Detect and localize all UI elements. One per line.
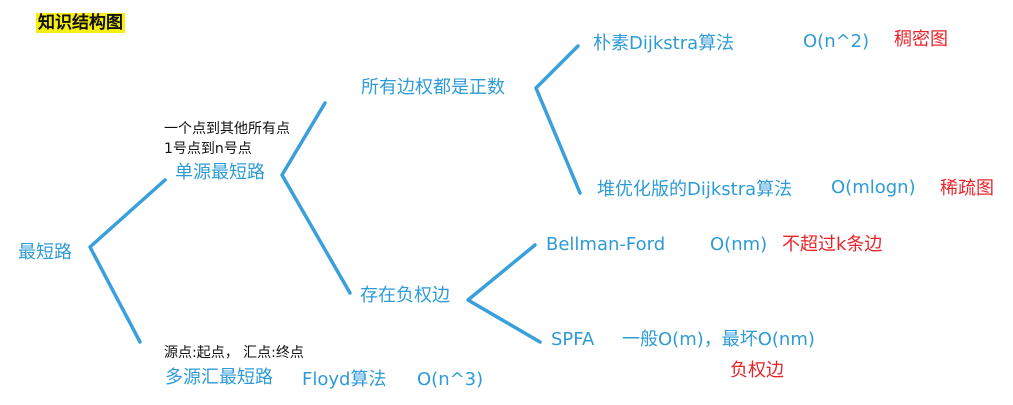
link-negative-to-bellman-and-spfa [466,243,542,344]
floyd-node: Floyd算法 [302,369,387,390]
floyd-complexity: O(n^3) [417,369,484,390]
bellman-ford-complexity: O(nm) [710,234,768,255]
spfa-node: SPFA [551,329,595,350]
naive-dijkstra-complexity: O(n^2) [803,31,870,52]
bellman-ford-note-k-edges: 不超过k条边 [782,234,883,255]
naive-dijkstra-note-dense-graph: 稠密图 [894,29,948,50]
link-root-to-single-and-multi [88,178,167,344]
single-source-note-line1: 一个点到其他所有点 [164,121,290,137]
single-source-note-line2: 1号点到n号点 [164,141,252,157]
negative-weights-node: 存在负权边 [360,285,450,306]
single-source-node: 单源最短路 [175,162,265,183]
link-positive-to-dijkstra-variants [534,44,582,195]
link-single-to-positive-and-negative [280,101,352,295]
root-node-shortest-path: 最短路 [18,242,72,263]
bellman-ford-node: Bellman-Ford [546,234,666,255]
heap-dijkstra-complexity: O(mlogn) [831,177,916,198]
diagram-title: 知识结构图 [36,13,125,33]
heap-dijkstra-node: 堆优化版的Dijkstra算法 [597,179,793,200]
spfa-complexity: 一般O(m)，最坏O(nm) [622,329,815,350]
positive-weights-node: 所有边权都是正数 [361,77,505,98]
multi-source-node: 多源汇最短路 [165,367,273,388]
multi-source-note: 源点:起点， 汇点:终点 [164,345,304,361]
naive-dijkstra-node: 朴素Dijkstra算法 [593,33,735,54]
spfa-note-negative-weights: 负权边 [730,360,784,381]
heap-dijkstra-note-sparse-graph: 稀疏图 [940,178,994,199]
